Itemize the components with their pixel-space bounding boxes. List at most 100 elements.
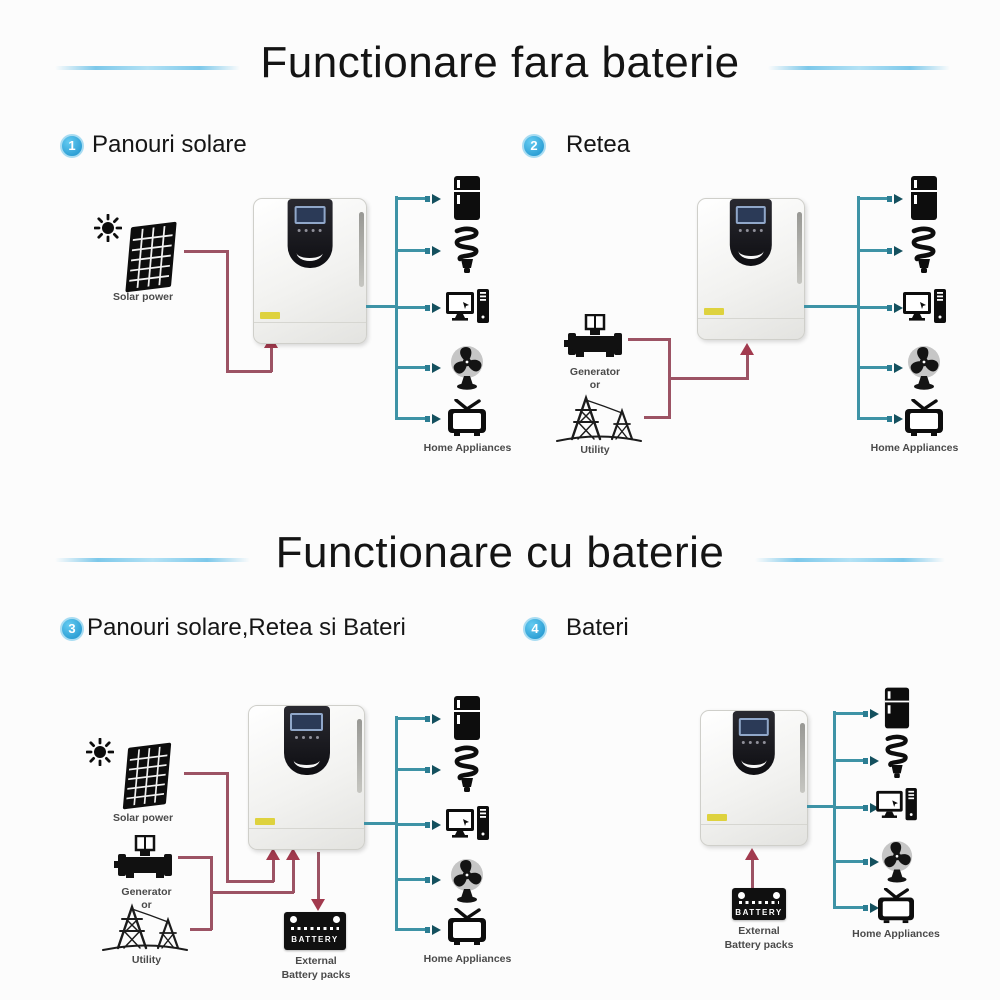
inverter-device <box>697 198 805 340</box>
power-line-segment <box>178 856 212 859</box>
branch-bead <box>425 304 430 311</box>
branch-bead <box>887 195 892 202</box>
appliance-connector <box>396 302 442 313</box>
appliance-connector <box>396 193 442 204</box>
appliance-connector <box>396 764 442 775</box>
battery-dots <box>739 901 779 904</box>
external-battery-label: External Battery packs <box>272 954 360 982</box>
section-3-label: Panouri solare,Retea si Bateri <box>87 614 406 641</box>
utility-label: Utility <box>131 954 162 966</box>
tv-icon <box>446 908 488 946</box>
battery-icon: BATTERY <box>284 912 346 950</box>
utility-label: Utility <box>580 444 610 456</box>
appliance-connector <box>858 245 904 256</box>
section-4-label: Bateri <box>566 614 629 641</box>
tv-icon <box>903 399 945 437</box>
power-line-segment <box>190 928 212 931</box>
refrigerator-icon <box>453 175 481 221</box>
appliance-connector <box>396 713 442 724</box>
battery-dots <box>291 927 339 930</box>
appliance-connector <box>834 802 880 813</box>
cfl-bulb-icon <box>909 226 939 276</box>
power-line-segment <box>668 377 748 380</box>
power-line-segment <box>644 416 670 419</box>
refrigerator-icon <box>910 175 938 221</box>
inverter-lcd-screen <box>290 713 323 731</box>
section-2-label: Retea <box>566 131 631 158</box>
inverter-buttons <box>288 229 333 232</box>
home-appliances-label: Home Appliances <box>870 442 959 454</box>
inverter-lcd-screen <box>294 206 326 224</box>
power-line-segment <box>751 858 754 888</box>
fan-icon <box>448 344 486 390</box>
power-line-segment <box>272 860 275 882</box>
branch-bead <box>887 415 892 422</box>
inverter-vent <box>797 211 802 285</box>
or-label: or <box>141 899 152 911</box>
inverter-lcd-screen <box>738 718 770 736</box>
branch-bead <box>887 364 892 371</box>
power-line-segment <box>628 338 670 341</box>
ac-line-segment <box>833 711 836 909</box>
power-arrow-icon <box>286 848 300 860</box>
appliance-connector <box>396 819 442 830</box>
inverter-lcd-screen <box>735 206 767 224</box>
ac-line-segment <box>807 805 834 808</box>
refrigerator-icon <box>884 686 910 730</box>
branch-bead <box>425 364 430 371</box>
branch-bead <box>425 876 430 883</box>
inverter-arc-detail <box>293 752 320 768</box>
home-appliances-label: Home Appliances <box>423 953 512 965</box>
appliance-connector <box>858 302 904 313</box>
external-battery-label: External Battery packs <box>714 924 804 952</box>
ac-line-segment <box>804 305 858 308</box>
external-battery-line1: External <box>738 925 780 937</box>
utility-icon <box>556 392 642 442</box>
branch-bead <box>863 904 868 911</box>
generator-label: Generator <box>121 886 172 898</box>
generator-icon <box>114 835 176 885</box>
branch-bead <box>863 804 868 811</box>
inverter-device <box>248 705 365 850</box>
title-decor-line <box>55 558 250 562</box>
utility-icon <box>102 901 188 951</box>
inverter-vent <box>357 718 362 794</box>
tv-icon <box>446 399 488 437</box>
ac-line-segment <box>364 822 396 825</box>
appliance-connector <box>834 902 880 913</box>
appliance-connector <box>396 924 442 935</box>
power-arrow-icon <box>740 343 754 355</box>
inverter-device <box>700 710 808 846</box>
branch-bead <box>425 715 430 722</box>
cfl-bulb-icon <box>452 745 482 795</box>
branch-bead <box>863 858 868 865</box>
power-arrow-icon <box>266 848 280 860</box>
solar-power-label: Solar power <box>112 291 174 303</box>
external-battery-line1: External <box>295 955 337 967</box>
title-decor-line <box>55 66 240 70</box>
power-line-segment <box>226 370 272 373</box>
battery-terminal <box>738 892 745 899</box>
sun-icon <box>86 738 114 766</box>
sun-icon <box>94 214 122 242</box>
or-label: or <box>589 379 601 391</box>
power-line-segment <box>184 772 228 775</box>
solar-panel-icon <box>120 742 174 810</box>
fan-icon <box>905 344 943 390</box>
appliance-connector <box>858 193 904 204</box>
branch-bead <box>887 304 892 311</box>
power-line-segment <box>226 880 274 883</box>
tv-icon <box>876 888 916 924</box>
appliance-connector <box>834 708 880 719</box>
refrigerator-icon <box>453 695 481 741</box>
appliance-connector <box>396 245 442 256</box>
external-battery-line2: Battery packs <box>724 939 794 951</box>
title-no-battery: Functionare fara baterie <box>260 38 740 87</box>
appliance-connector <box>396 362 442 373</box>
inverter-warning-label <box>704 308 724 315</box>
inverter-control-panel <box>287 199 333 269</box>
inverter-control-panel <box>283 706 330 775</box>
branch-bead <box>425 195 430 202</box>
section-2-badge: 2 <box>522 134 546 158</box>
